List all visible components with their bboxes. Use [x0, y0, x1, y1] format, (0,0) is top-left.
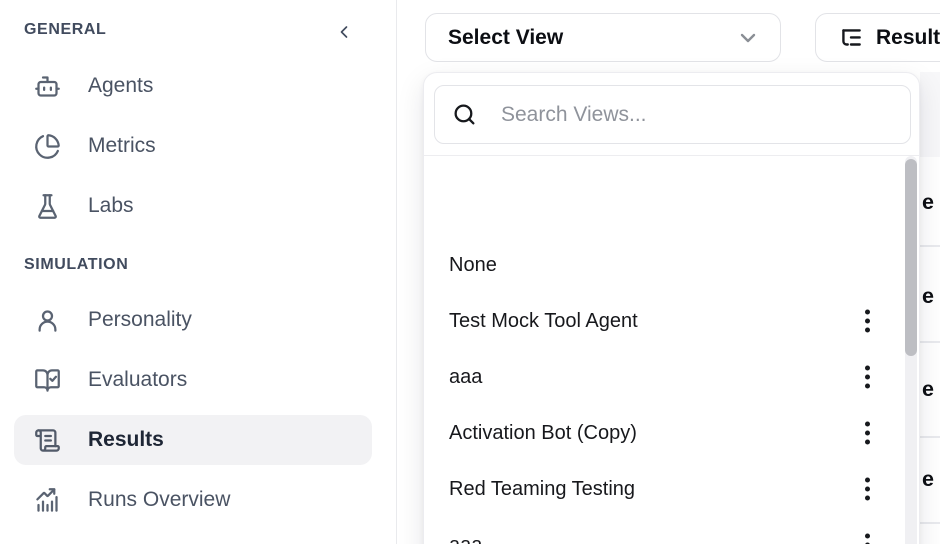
- panel-divider: [424, 155, 919, 156]
- chevron-down-icon: [736, 26, 760, 50]
- kebab-menu-icon[interactable]: [861, 476, 873, 503]
- view-option-label: Red Teaming Testing: [449, 477, 636, 500]
- view-option-activation-bot-copy[interactable]: Activation Bot (Copy): [424, 405, 903, 461]
- sidebar-item-metrics[interactable]: Metrics: [14, 121, 372, 171]
- table-row-divider: [920, 436, 940, 438]
- sidebar: GENERAL Agents Metrics Labs SIMULATION P…: [0, 0, 397, 544]
- sidebar-item-evaluators[interactable]: Evaluators: [14, 355, 372, 405]
- table-header-fragment: [920, 72, 940, 157]
- sidebar-item-agents[interactable]: Agents: [14, 61, 372, 111]
- sidebar-item-label: Metrics: [88, 134, 156, 157]
- sidebar-section-simulation: SIMULATION: [24, 256, 129, 273]
- view-option-label: aaa: [449, 534, 482, 544]
- sidebar-item-label: Runs Overview: [88, 488, 231, 511]
- sidebar-item-label: Results: [88, 428, 164, 451]
- bar-chart-trend-icon: [34, 487, 61, 514]
- view-option-aaa-1[interactable]: aaa: [424, 349, 903, 405]
- sidebar-item-label: Labs: [88, 194, 134, 217]
- book-open-check-icon: [34, 367, 61, 394]
- view-option-test-mock-tool-agent[interactable]: Test Mock Tool Agent: [424, 293, 903, 349]
- sidebar-item-runs-overview[interactable]: Runs Overview: [14, 475, 372, 525]
- table-cell-fragment: e: [922, 377, 934, 401]
- table-cell-fragment: e: [922, 467, 934, 491]
- sidebar-item-results[interactable]: Results: [14, 415, 372, 465]
- bot-icon: [34, 73, 61, 100]
- search-views-box[interactable]: [434, 85, 911, 144]
- table-row-divider: [920, 341, 940, 343]
- select-view-label: Select View: [448, 25, 564, 49]
- sidebar-item-personality[interactable]: Personality: [14, 295, 372, 345]
- user-icon: [34, 307, 61, 334]
- sidebar-collapse-button[interactable]: [331, 19, 357, 45]
- kebab-menu-icon[interactable]: [861, 364, 873, 391]
- kebab-menu-icon[interactable]: [861, 420, 873, 447]
- pie-chart-icon: [34, 133, 61, 160]
- view-option-none[interactable]: None: [424, 237, 903, 293]
- list-tree-icon: [838, 25, 864, 51]
- results-view-button[interactable]: Results: [815, 13, 940, 62]
- table-row-divider: [920, 245, 940, 247]
- view-option-label: Activation Bot (Copy): [449, 421, 637, 444]
- chevron-left-icon: [334, 22, 354, 42]
- kebab-menu-icon[interactable]: [861, 532, 873, 544]
- dropdown-scrollbar-thumb[interactable]: [905, 159, 917, 356]
- view-option-aaa-2[interactable]: aaa: [424, 517, 903, 544]
- view-option-red-teaming-testing[interactable]: Red Teaming Testing: [424, 461, 903, 517]
- view-option-label: aaa: [449, 365, 483, 388]
- sidebar-item-label: Personality: [88, 308, 192, 331]
- results-button-label: Results: [876, 25, 940, 49]
- view-option-label: None: [449, 253, 497, 276]
- search-icon: [452, 102, 477, 127]
- kebab-menu-icon[interactable]: [861, 308, 873, 335]
- sidebar-item-labs[interactable]: Labs: [14, 181, 372, 231]
- table-cell-fragment: e: [922, 284, 934, 308]
- sidebar-item-label: Evaluators: [88, 368, 188, 391]
- view-option-label: Test Mock Tool Agent: [449, 309, 638, 332]
- table-cell-fragment: e: [922, 190, 934, 214]
- search-views-input[interactable]: [501, 94, 910, 135]
- flask-icon: [34, 193, 61, 220]
- sidebar-section-general: GENERAL: [24, 21, 107, 38]
- scroll-text-icon: [34, 427, 61, 454]
- view-dropdown-panel: None Test Mock Tool Agent aaa Activation…: [423, 72, 920, 544]
- select-view-dropdown-button[interactable]: Select View: [425, 13, 781, 62]
- sidebar-item-label: Agents: [88, 74, 154, 97]
- table-row-divider: [920, 522, 940, 524]
